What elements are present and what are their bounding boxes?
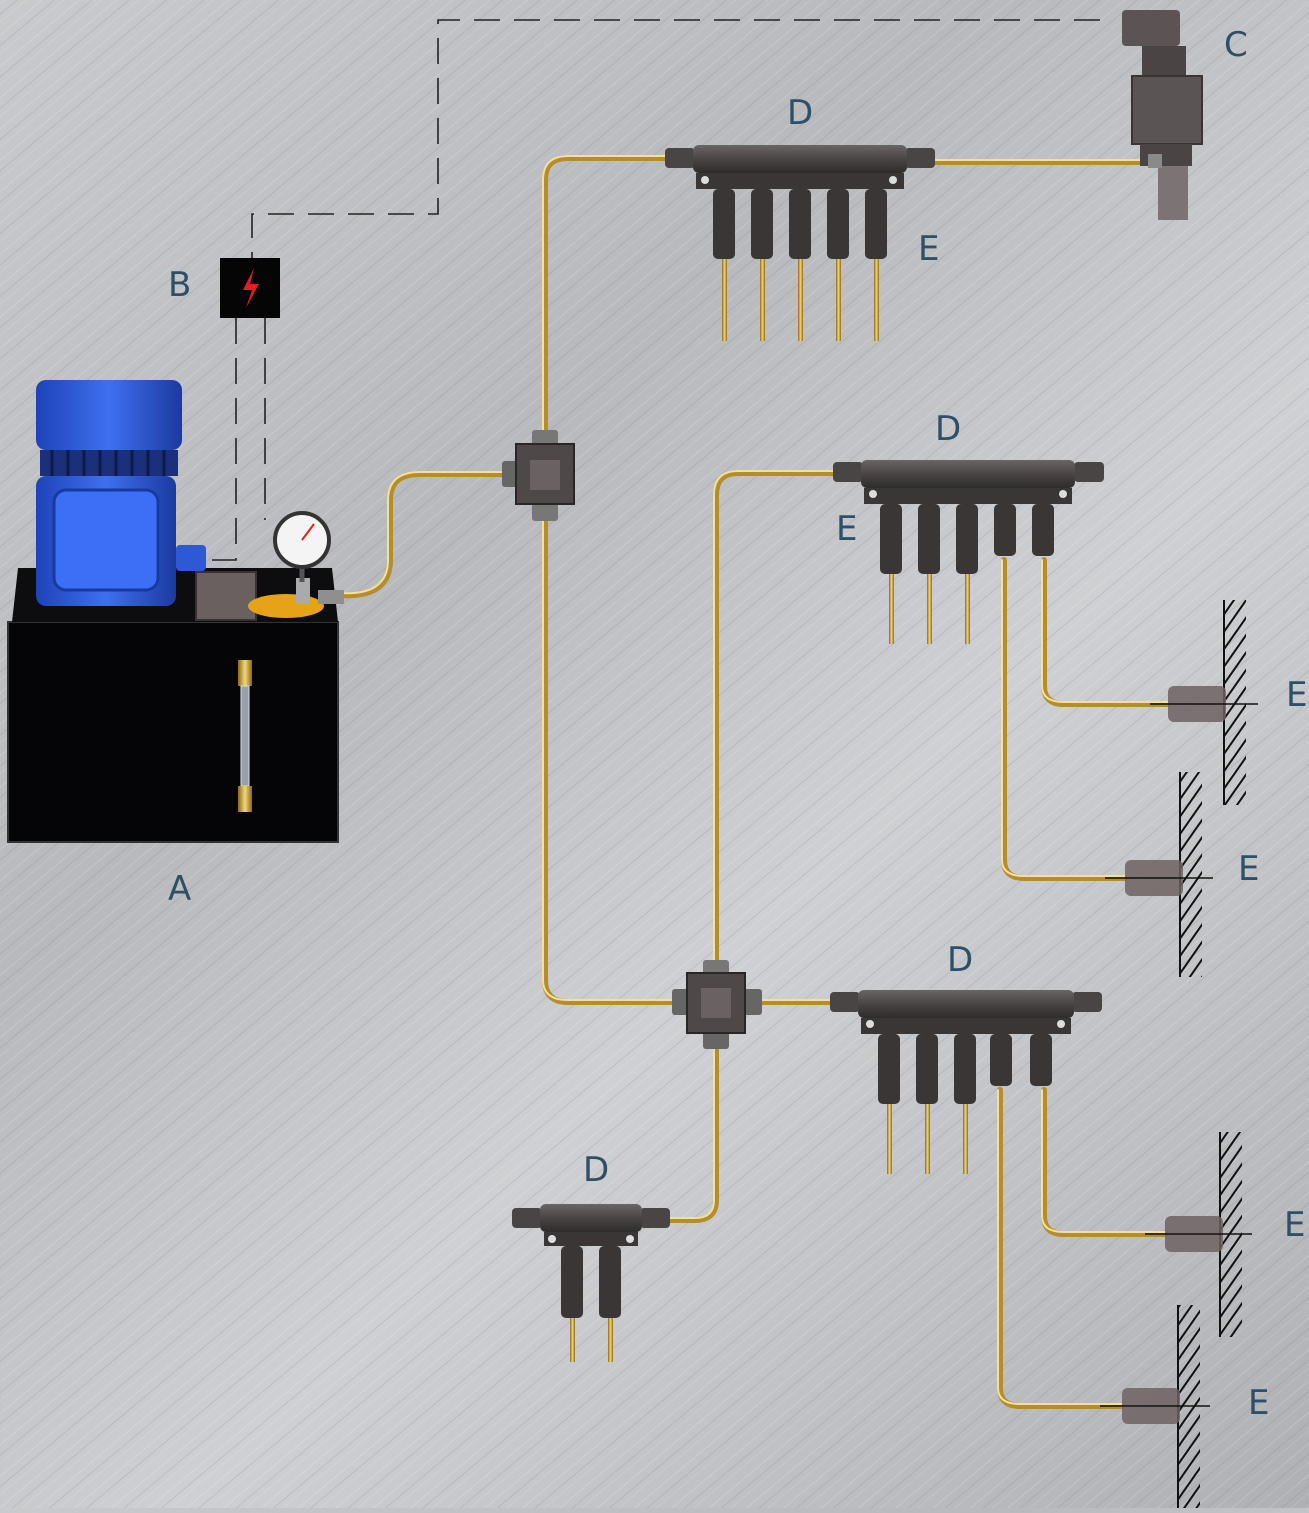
pump-coupling xyxy=(196,572,256,620)
label-lube-point-3: E xyxy=(1284,1208,1305,1242)
controller-box xyxy=(220,258,280,318)
label-distributor-middle: D xyxy=(935,412,961,446)
label-controller: B xyxy=(168,268,191,302)
oil-tank xyxy=(8,622,338,842)
label-lube-point-1: E xyxy=(1286,678,1307,712)
label-lube-point-4: E xyxy=(1248,1386,1269,1420)
label-pressure-switch: C xyxy=(1224,28,1248,62)
label-lube-point-2: E xyxy=(1238,852,1259,886)
label-distributor-bottom-right: D xyxy=(947,943,973,977)
label-distributor-bottom-left: D xyxy=(583,1153,609,1187)
label-lube-point-middle: E xyxy=(836,512,857,546)
label-distributor-top: D xyxy=(787,96,813,130)
label-pump-unit: A xyxy=(168,872,191,906)
label-lube-point-top: E xyxy=(918,232,939,266)
